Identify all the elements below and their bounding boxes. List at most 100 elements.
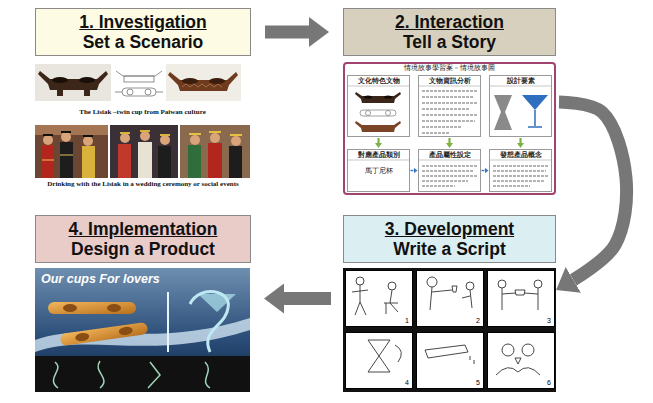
story-cell: 文物資訊分析: [418, 75, 481, 137]
cup-photo: [84, 90, 90, 96]
ceremony-photo: [210, 133, 220, 143]
flow-arrow: [411, 170, 414, 171]
node-text: 文物資訊分析: [429, 77, 471, 86]
node-text: 情境故事學習案－情境故事圖: [404, 64, 495, 72]
node-subtext: Set a Scenario: [83, 32, 204, 52]
cup-picture: [355, 121, 401, 132]
design-element-picture: [522, 95, 548, 110]
poster-picture: [35, 268, 250, 392]
storyboard-sketch: [368, 340, 390, 372]
node-text: 4. Implementation: [69, 219, 218, 239]
design-element-picture: [494, 95, 548, 130]
node-text: 5: [475, 379, 481, 387]
storyboard-backdrop: [343, 268, 556, 392]
cup-picture: [355, 92, 401, 132]
ceremony-photo: [190, 135, 200, 145]
node-text: Our cups For lovers: [41, 272, 160, 287]
ceremony-photo: [60, 142, 73, 178]
ceremony-photo: [189, 132, 242, 135]
poster-picture: [60, 322, 149, 346]
storyboard-sketch: [356, 277, 364, 285]
stage-header: 3. DevelopmentWrite a Script: [343, 215, 556, 263]
cup-picture: [386, 111, 391, 116]
node-subtext: Tell a Story: [403, 32, 496, 52]
story-cell: 對應產品類別馬丁尼杯: [347, 149, 410, 192]
node-text: 2. Interaction: [395, 12, 504, 32]
photo-caption: Drinking with the Lisiak in a wedding ce…: [28, 180, 258, 189]
storyboard-frame: 3: [487, 270, 555, 327]
storyboard-backdrop: [345, 332, 413, 389]
ceremony-photo: [120, 133, 130, 143]
flow-arrow: [559, 102, 627, 280]
cup-photo: [52, 77, 68, 83]
ceremony-photo: [42, 145, 54, 178]
cup-photo: [182, 84, 222, 87]
story-cell: 產品屬性設定: [418, 149, 481, 192]
storyboard-sketch: [427, 277, 437, 287]
cup-photo: [209, 78, 225, 84]
text-lines: [422, 166, 548, 186]
storyboard-frame: 4: [345, 332, 413, 389]
flow-arrow: [284, 292, 331, 305]
story-cell: 發想產品概念: [489, 149, 552, 192]
storyboard-sketch: [430, 286, 457, 310]
poster-picture: [35, 356, 250, 392]
ceremony-photo: [229, 146, 242, 178]
poster-picture: [60, 322, 149, 346]
storyboard-sketch: [395, 345, 401, 362]
node-subtext: Write a Script: [393, 239, 506, 259]
node-text: 發想產品概念: [500, 151, 542, 160]
ceremony-photo: [138, 142, 152, 178]
product-poster: Our cups For lovers: [35, 268, 250, 392]
storyboard-sketch: [352, 285, 368, 315]
storyboard-sketch: [502, 344, 514, 356]
node-text: 產品屬性設定: [429, 151, 471, 160]
poster-picture: [167, 292, 169, 352]
story-cell: 文化特色文物: [347, 75, 410, 137]
ceremony-photo: [61, 132, 71, 142]
flow-arrow: [448, 138, 450, 143]
poster-picture: [53, 361, 210, 388]
ceremony-photo: [35, 125, 108, 178]
cup-photo: [166, 64, 241, 101]
ceremony-photo: [43, 132, 93, 136]
cup-line-drawing: [115, 71, 163, 96]
storyboard-sketch: [462, 290, 472, 308]
ceremony-photo: [180, 125, 250, 178]
storyboard-sketch: [425, 345, 474, 364]
ceremony-photo: [83, 136, 93, 146]
design-element-picture: [528, 110, 542, 127]
story-panel: 情境故事學習案－情境故事圖文化特色文物文物資訊分析設計要素對應產品類別馬丁尼杯產…: [343, 62, 556, 195]
node-text: 文化特色文物: [358, 77, 400, 86]
flow-arrow: [377, 138, 379, 143]
ceremony-photo: [140, 131, 150, 141]
text-lines: [422, 91, 477, 133]
cup-photo: [166, 64, 241, 101]
node-subtext: 馬丁尼杯: [365, 167, 393, 176]
node-text: 1. Investigation: [79, 12, 206, 32]
ceremony-photo: [35, 125, 108, 178]
stage-header: 1. InvestigationSet a Scenario: [35, 8, 251, 56]
storyboard-backdrop: [487, 332, 555, 389]
node-text: 1: [404, 317, 410, 325]
cup-line-drawing: [124, 76, 154, 82]
storyboard-sketch: [384, 290, 398, 314]
flow-arrow: [265, 26, 309, 39]
text-lines: [422, 91, 477, 133]
storyboard-frame: 1: [345, 270, 413, 327]
cup-picture: [360, 110, 396, 116]
ceremony-photo: [120, 131, 170, 135]
storyboard-sketch: [534, 280, 542, 288]
cup-picture: [355, 92, 401, 103]
cup-photo: [57, 90, 63, 96]
poster-picture: [63, 304, 77, 312]
ceremony-photo: [158, 146, 171, 178]
ceremony-photo: [43, 135, 53, 145]
poster-picture: [190, 292, 228, 352]
poster-picture: [198, 294, 236, 312]
poster-picture: [118, 326, 133, 336]
storyboard-sketch: [466, 282, 474, 290]
cup-photo: [182, 78, 198, 84]
ceremony-photo: [42, 155, 73, 160]
